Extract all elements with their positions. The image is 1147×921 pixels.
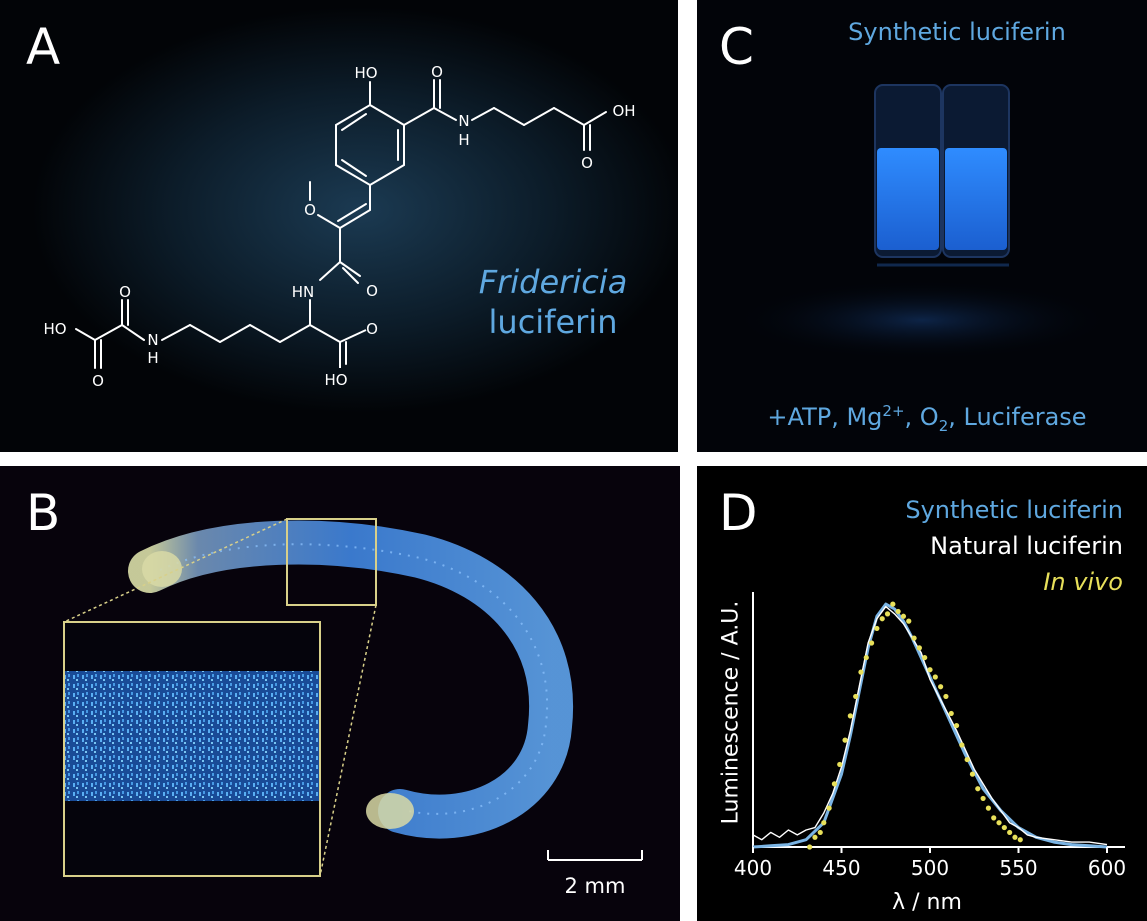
invivo-point	[826, 805, 832, 811]
x-tick-label: 600	[1088, 856, 1126, 880]
invivo-point	[837, 761, 843, 768]
worm-body	[128, 520, 574, 839]
atom-o-left-bottom: O	[92, 372, 104, 390]
atom-h-top: H	[458, 131, 469, 149]
invivo-point	[969, 771, 976, 777]
invivo-point	[863, 654, 869, 661]
atom-o-left-top: O	[119, 283, 131, 301]
atom-o-amide-top: O	[431, 63, 443, 81]
synthetic-series-line	[752, 602, 1108, 849]
caption-sub: 2	[938, 416, 949, 435]
panel-a-label: A	[26, 18, 61, 76]
invivo-point	[807, 844, 813, 850]
invivo-point	[964, 756, 970, 763]
invivo-point	[916, 645, 922, 651]
panel-c-title: Synthetic luciferin	[848, 18, 1066, 46]
x-tick-label: 400	[734, 856, 772, 880]
vial-right-liquid	[945, 148, 1007, 250]
title-compound: luciferin	[488, 303, 618, 341]
invivo-point	[817, 829, 823, 836]
atom-o-mid: O	[366, 282, 378, 300]
invivo-point	[900, 613, 907, 619]
atom-oh-right: OH	[612, 102, 635, 120]
atom-ho-left: HO	[43, 320, 66, 338]
atom-n-top: N	[458, 112, 469, 130]
atom-ho-bottom: HO	[324, 371, 347, 389]
legend-natural: Natural luciferin	[930, 532, 1123, 560]
atom-o-acid: O	[366, 320, 378, 338]
panel-d-label: D	[719, 484, 758, 542]
invivo-point	[858, 669, 864, 675]
invivo-point	[1012, 834, 1018, 840]
invivo-point	[980, 795, 986, 802]
legend-synthetic: Synthetic luciferin	[905, 496, 1123, 524]
panel-c: C Synthetic luciferin +ATP, Mg2+, O2, Lu…	[697, 0, 1147, 452]
invivo-point	[895, 608, 901, 615]
invivo-point	[879, 616, 885, 622]
x-tick-label: 550	[999, 856, 1037, 880]
invivo-point	[991, 815, 997, 821]
panel-a: A	[0, 0, 678, 452]
invivo-point	[812, 834, 818, 840]
invivo-point	[847, 713, 853, 719]
x-axis-label: λ / nm	[892, 890, 962, 915]
invivo-point	[853, 693, 859, 700]
vials-photo	[732, 84, 1112, 360]
reaction-caption: +ATP, Mg2+, O2, Luciferase	[727, 402, 1127, 435]
invivo-point	[922, 654, 928, 661]
caption-prefix: +ATP, Mg	[767, 403, 883, 431]
invivo-point	[948, 710, 954, 717]
panel-a-title: Fridericia luciferin	[458, 262, 648, 342]
caption-mid: , O	[904, 403, 939, 431]
scale-bar-label: 2 mm	[564, 874, 626, 898]
natural-series-line	[752, 605, 1108, 846]
caption-sup: 2+	[882, 402, 905, 420]
invivo-point	[959, 742, 965, 748]
invivo-point	[985, 805, 992, 811]
invivo-point	[911, 635, 917, 641]
worm-photo	[63, 518, 643, 877]
invivo-point	[927, 667, 933, 673]
atom-n-left: N	[147, 331, 158, 349]
title-species: Fridericia	[478, 263, 628, 301]
legend: Synthetic luciferin Natural luciferin In…	[905, 492, 1123, 600]
invivo-point	[831, 781, 838, 787]
panel-d: D Synthetic luciferin Natural luciferin …	[697, 466, 1147, 921]
invivo-point	[953, 722, 960, 729]
caption-suffix: , Luciferase	[948, 403, 1087, 431]
invivo-point	[874, 625, 880, 632]
spectrum-chart: 400 450 500 550 600	[734, 592, 1126, 880]
panel-c-label: C	[719, 18, 754, 76]
invivo-point	[842, 737, 848, 743]
atom-o-methoxy: O	[304, 201, 316, 219]
invivo-point	[884, 611, 891, 617]
scale-bar	[547, 850, 643, 861]
inset-frame	[63, 621, 321, 877]
invivo-point	[868, 640, 875, 646]
invivo-point	[1017, 837, 1023, 843]
invivo-point	[943, 693, 949, 700]
invivo-point	[938, 684, 944, 690]
invivo-point	[975, 786, 981, 792]
invivo-point	[1001, 824, 1007, 831]
y-axis-label: Luminescence / A.U.	[718, 600, 744, 825]
invivo-point	[996, 820, 1002, 826]
vial-left-liquid	[877, 148, 939, 250]
atom-hn-mid: HN	[292, 283, 315, 301]
legend-invivo: In vivo	[1043, 568, 1123, 596]
panel-b-label: B	[26, 484, 61, 542]
invivo-point	[821, 820, 827, 826]
invivo-point	[906, 618, 912, 624]
atom-ho-top: HO	[354, 64, 377, 82]
invivo-point	[1007, 829, 1013, 836]
x-tick-label: 450	[822, 856, 860, 880]
x-tick-label: 500	[911, 856, 949, 880]
invivo-point	[932, 674, 938, 680]
zoom-region-box	[286, 518, 377, 606]
panel-b: B	[0, 466, 680, 921]
atom-h-left: H	[147, 349, 158, 367]
atom-o-right: O	[581, 154, 593, 172]
luciferin-structure: HO O N H OH O O HN O HO O N H O O HO	[43, 63, 635, 390]
invivo-point	[890, 601, 896, 607]
